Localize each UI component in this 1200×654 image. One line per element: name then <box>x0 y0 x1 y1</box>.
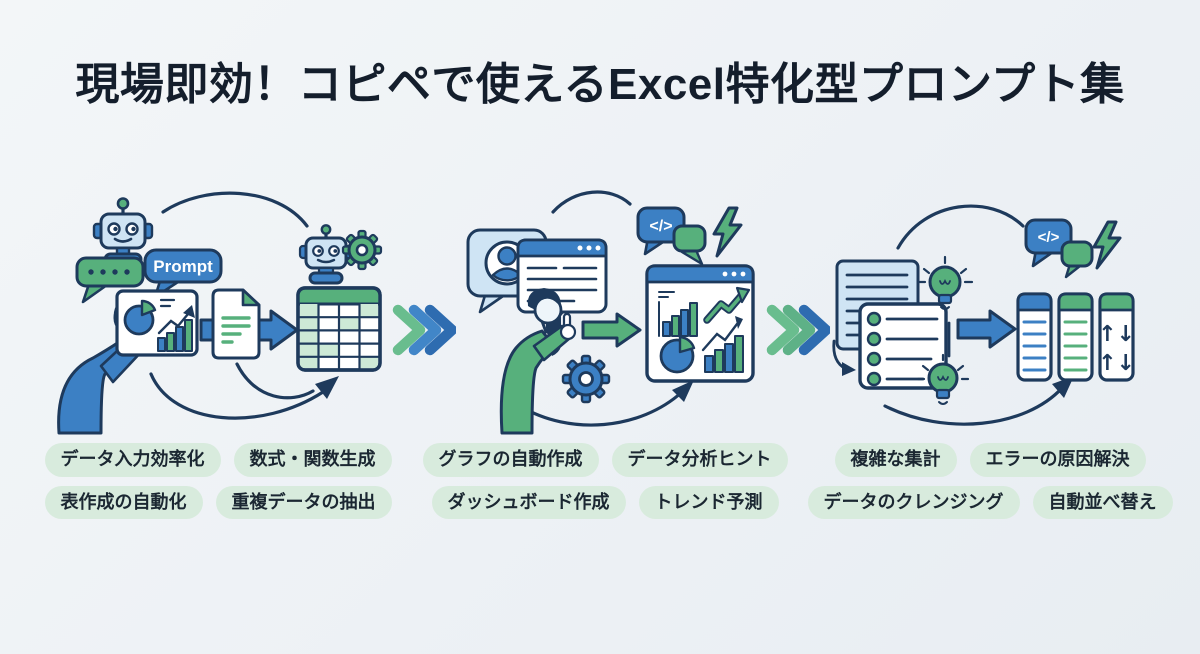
lightning-icon <box>712 206 743 258</box>
code-bubble-icon: </> <box>636 206 686 256</box>
feature-pill: 複雑な集計 <box>834 443 957 477</box>
feature-pill: データのクレンジング <box>807 485 1020 520</box>
flow-arc-bottom <box>149 362 339 420</box>
feature-pill: データ入力効率化 <box>44 443 221 477</box>
feature-pill: トレンド予測 <box>638 485 779 520</box>
chart-board-icon <box>115 289 199 357</box>
feature-pill: 数式・関数生成 <box>233 443 392 477</box>
chevron-icon <box>408 304 442 356</box>
person-figure <box>499 288 577 435</box>
chat-bubble-icon <box>672 224 707 266</box>
lightning-icon <box>1092 220 1122 270</box>
sort-column-icon: ↑↓ ↑↓ <box>1098 292 1135 382</box>
chat-bubble-icon <box>1060 240 1094 279</box>
chevron-icon <box>392 304 426 356</box>
chevron-icon <box>424 304 458 356</box>
message-window-icon <box>516 238 608 334</box>
arrow-icon <box>581 312 642 348</box>
document-icon <box>211 288 261 360</box>
code-bubble-icon: </> <box>1024 218 1073 268</box>
feature-group-aggregation: 複雑な集計 エラーの原因解決 データのクレンジング 自動並べ替え <box>806 443 1174 520</box>
chat-bubble-icon <box>75 256 145 304</box>
illustration-aggregation: ↑↓ ↑↓ </> <box>810 178 1160 433</box>
feature-pill: エラーの原因解決 <box>969 443 1146 477</box>
flow-arc-top <box>551 190 632 214</box>
feature-pill: 自動並べ替え <box>1032 485 1173 520</box>
flow-arc-top <box>161 191 309 228</box>
gear-icon <box>341 229 383 271</box>
feature-group-charts: グラフの自動作成 データ分析ヒント ダッシュボード作成 トレンド予測 <box>422 443 788 520</box>
code-bubble-label: </> <box>649 218 672 235</box>
chevron-icon <box>798 304 832 356</box>
chevron-icon <box>782 304 816 356</box>
dashboard-icon <box>645 264 755 383</box>
feature-group-data-entry: データ入力効率化 数式・関数生成 表作成の自動化 重複データの抽出 <box>30 443 406 520</box>
lightbulb-icon <box>916 255 974 310</box>
flow-chevrons <box>392 302 458 363</box>
column-card-icon <box>1057 292 1094 382</box>
flow-arc-top <box>896 204 1025 250</box>
feature-pill: グラフの自動作成 <box>422 443 599 477</box>
gear-icon <box>561 354 611 404</box>
page-title: 現場即効！コピペで使えるExcel特化型プロンプト集 <box>75 60 1125 109</box>
feature-pill: ダッシュボード作成 <box>431 485 626 520</box>
column-card-icon <box>1016 292 1053 382</box>
feature-pill: 重複データの抽出 <box>215 485 392 520</box>
flow-chevrons <box>766 302 832 363</box>
illustration-charts: </> <box>440 178 773 435</box>
arrow-icon <box>956 309 1017 349</box>
robot-icon <box>92 197 154 267</box>
code-bubble-label: </> <box>1038 229 1060 246</box>
sort-arrows-glyph: ↑↓ <box>1098 322 1135 347</box>
prompt-bubble: Prompt <box>143 248 223 299</box>
prompt-bubble-label: Prompt <box>153 257 213 276</box>
flow-arc-bottom <box>518 380 694 427</box>
chevron-icon <box>766 304 800 356</box>
sort-arrows-glyph: ↑↓ <box>1098 351 1135 376</box>
feature-pill: 表作成の自動化 <box>44 485 203 520</box>
illustration-data-entry: Prompt <box>55 178 395 435</box>
spreadsheet-icon <box>296 286 382 372</box>
feature-pill: データ分析ヒント <box>611 443 788 477</box>
flow-arc-left <box>832 339 856 376</box>
lightbulb-icon <box>916 353 970 405</box>
